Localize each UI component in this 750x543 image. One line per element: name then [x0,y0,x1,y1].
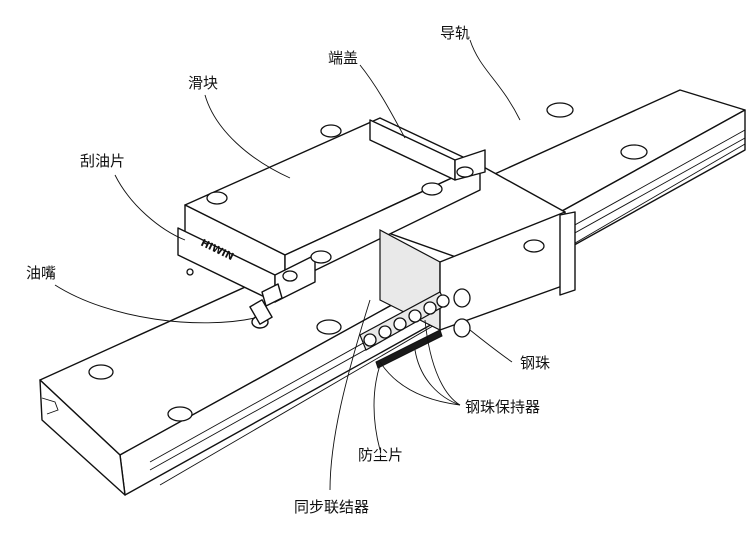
block-hole-4 [310,250,332,264]
steel-ball [408,309,422,323]
steel-ball [393,317,407,331]
label-steel-ball: 钢珠 [520,354,551,372]
dust-strip [375,329,443,369]
label-grease-nipple: 油嘴 [26,264,57,282]
label-guide-rail: 导轨 [440,24,471,42]
label-scraper: 刮油片 [80,152,126,170]
label-sync-connector: 同步联结器 [294,498,370,516]
grease-nipple [249,283,283,329]
rail-hole-2 [167,406,193,422]
label-ball-retainer: 钢珠保持器 [465,398,541,416]
carriage-block: HIWIN [177,117,576,338]
label-slider-block: 滑块 [188,74,219,92]
block-hole-2 [206,191,228,205]
rail-hole-5 [620,144,648,160]
label-end-cap: 端盖 [328,49,359,67]
rail-hole-1 [88,364,114,380]
rail-hole-3 [316,319,342,335]
block-hole-5 [523,239,545,253]
steel-ball [363,333,377,347]
steel-ball [436,294,450,308]
block-hole-1 [320,124,342,138]
ball-assembly [359,291,450,369]
leader-lines [54,39,521,491]
rail-hole-4 [546,102,574,118]
block-hole-3 [421,182,443,196]
label-dust-strip: 防尘片 [358,446,404,464]
steel-ball [378,325,392,339]
steel-ball [423,301,437,315]
